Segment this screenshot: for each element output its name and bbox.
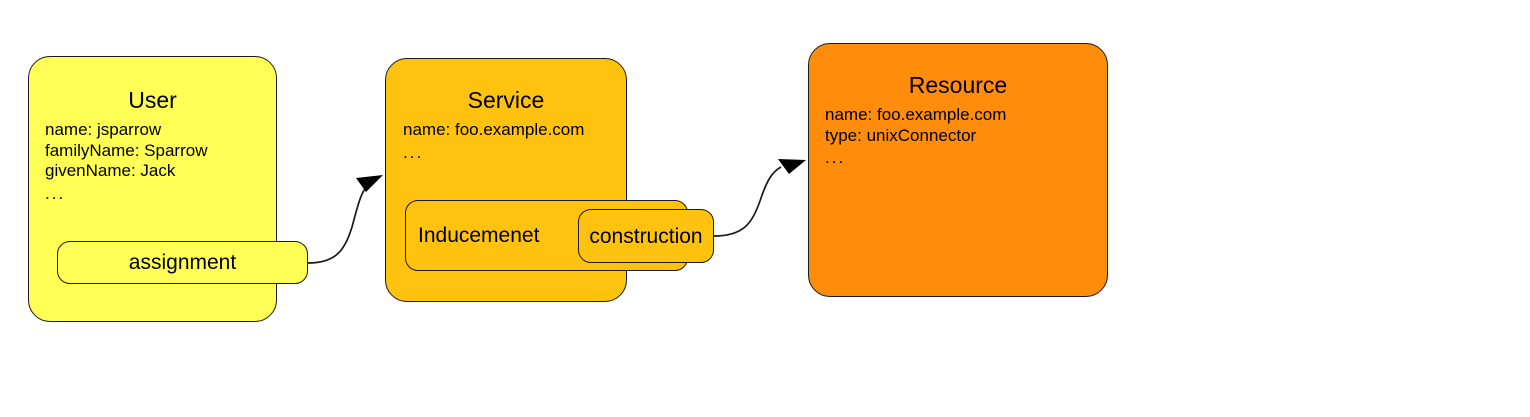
- entity-user-attributes: name: jsparrow familyName: Sparrow given…: [45, 120, 208, 204]
- edge-construction-to-resource-path: [713, 166, 782, 237]
- entity-resource[interactable]: Resource name: foo.example.com type: uni…: [808, 43, 1108, 297]
- subbox-construction-label: construction: [589, 224, 703, 248]
- attribute-name: name: foo.example.com: [403, 120, 585, 139]
- attribute-ellipsis: ...: [403, 142, 424, 162]
- edge-assignment-to-service-path: [307, 183, 370, 264]
- subbox-inducement-label: Inducemenet: [418, 224, 540, 247]
- attribute-ellipsis: ...: [45, 183, 66, 203]
- attribute-given-name: givenName: Jack: [45, 161, 176, 180]
- attribute-ellipsis: ...: [825, 148, 846, 167]
- attribute-family-name: familyName: Sparrow: [45, 140, 208, 160]
- edge-assignment-to-service-arrowhead: [356, 175, 383, 192]
- edge-assignment-to-service: [307, 175, 383, 264]
- entity-resource-attributes: name: foo.example.com type: unixConnecto…: [825, 105, 1006, 169]
- attribute-name: name: jsparrow: [45, 120, 162, 139]
- attribute-name: name: foo.example.com: [825, 105, 1007, 124]
- subbox-assignment[interactable]: assignment: [57, 241, 308, 284]
- entity-resource-title: Resource: [908, 72, 1008, 98]
- attribute-type: type: unixConnector: [825, 125, 977, 145]
- edge-construction-to-resource: [713, 159, 806, 237]
- entity-service-attributes: name: foo.example.com ...: [403, 120, 584, 163]
- edge-construction-to-resource-arrowhead: [778, 159, 806, 174]
- entity-service-title: Service: [467, 87, 545, 113]
- subbox-assignment-label: assignment: [128, 251, 237, 274]
- subbox-construction[interactable]: construction: [578, 209, 714, 263]
- entity-user-title: User: [128, 87, 177, 113]
